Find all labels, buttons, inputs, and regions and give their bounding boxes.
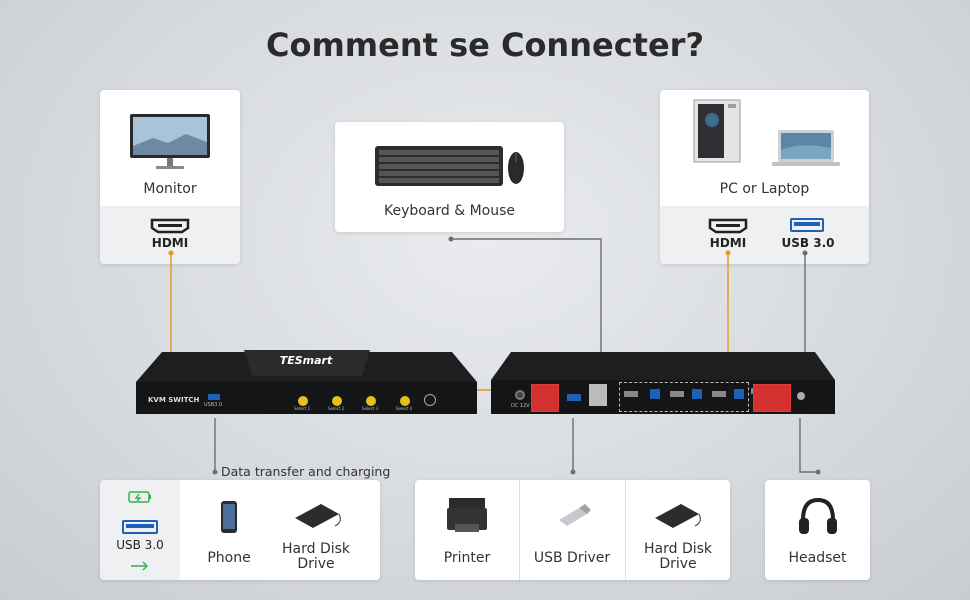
usb3-port-icon (122, 520, 158, 534)
hdmi-port-icon (150, 218, 190, 234)
kvm-input-ports-group (619, 382, 749, 412)
monitor-card: Monitor HDMI (100, 90, 240, 264)
hdmi-port-icon (708, 218, 748, 234)
kvm-rear-usb-pair[interactable] (589, 384, 607, 406)
kvm-front-unit: TESmart KVM SWITCH USB3.0 Select 1 Selec… (134, 348, 479, 416)
kvm-rear-unit: DC 12V (489, 350, 837, 416)
laptop-image (770, 128, 842, 168)
kvm-input1-highlight[interactable] (753, 384, 791, 412)
select-label-3: Select 3 (362, 406, 379, 411)
pc-usb-label: USB 3.0 (781, 236, 835, 250)
hdd-icon (293, 500, 343, 532)
kvm-side-label: KVM SWITCH (148, 396, 200, 404)
headset-label: Headset (788, 550, 847, 566)
select-label-2: Select 2 (328, 406, 345, 411)
usb-port-3[interactable] (692, 389, 702, 399)
hdd-label-left: Hard Disk Drive (281, 541, 351, 572)
input-port-3[interactable] (670, 391, 684, 397)
usb-driver-icon (553, 504, 593, 526)
phone-icon (220, 500, 238, 534)
keyboard-mouse-card: Keyboard & Mouse (335, 122, 564, 232)
usb-driver-label: USB Driver (533, 550, 611, 566)
keyboard-image (375, 142, 505, 190)
pc-card: PC or Laptop HDMI USB 3.0 (660, 90, 869, 264)
select-button-4[interactable] (400, 396, 410, 406)
input-port-2[interactable] (712, 391, 726, 397)
headset-icon (797, 496, 839, 536)
usb-charge-cell: USB 3.0 (100, 480, 180, 580)
kvm-front-usb-port[interactable] (208, 394, 220, 400)
input-port-4[interactable] (624, 391, 638, 397)
dc-label: DC 12V (511, 403, 530, 409)
select-button-2[interactable] (332, 396, 342, 406)
kvm-output-hdmi-highlight[interactable] (531, 384, 559, 412)
usb-port-2[interactable] (734, 389, 744, 399)
bottom-usb-label: USB 3.0 (116, 538, 164, 552)
printer-label: Printer (443, 550, 491, 566)
kvm-rear-usb3-port[interactable] (567, 394, 581, 401)
pc-label: PC or Laptop (719, 181, 810, 197)
charging-note: Data transfer and charging (221, 464, 391, 479)
keyboard-label: Keyboard & Mouse (383, 203, 516, 219)
kvm-brand: TESmart (279, 354, 333, 367)
phone-label: Phone (207, 550, 251, 566)
power-button-icon[interactable] (424, 394, 436, 406)
kvm-select-buttons: Select 1 Select 2 Select 3 Select 4 (294, 396, 434, 412)
mouse-image (507, 148, 525, 188)
select-label-1: Select 1 (294, 406, 311, 411)
select-button-3[interactable] (366, 396, 376, 406)
pc-tower-image (690, 98, 750, 164)
hdd-label-mid: Hard Disk Drive (643, 541, 713, 572)
pc-hdmi-label: HDMI (709, 236, 747, 250)
usb-port-4[interactable] (650, 389, 660, 399)
headset-jack[interactable] (797, 392, 805, 400)
sync-icon (128, 560, 152, 572)
select-button-1[interactable] (298, 396, 308, 406)
headset-card: Headset (765, 480, 870, 580)
monitor-label: Monitor (143, 181, 197, 197)
bottom-left-card: USB 3.0 Phone Hard Disk Drive (100, 480, 380, 580)
dc-power-port[interactable] (515, 390, 525, 400)
usb3-port-icon (790, 218, 824, 232)
printer-icon (445, 496, 489, 536)
battery-icon (128, 490, 152, 504)
select-label-4: Select 4 (396, 406, 413, 411)
page-title: Comment se Connecter? (265, 26, 704, 64)
monitor-port-label: HDMI (151, 236, 189, 250)
monitor-image (128, 112, 212, 172)
kvm-front-usb-label: USB3.0 (204, 402, 223, 408)
hdd-icon (653, 500, 703, 532)
bottom-middle-card: Printer USB Driver Hard Disk Drive (415, 480, 730, 580)
